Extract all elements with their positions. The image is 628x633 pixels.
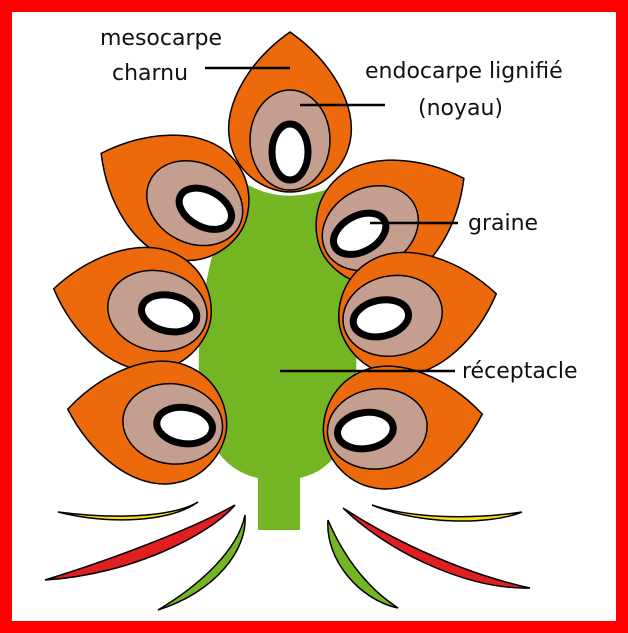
label-mesocarp-line1: mesocarpe	[100, 26, 222, 51]
label-seed: graine	[468, 211, 538, 236]
label-mesocarp-line2: charnu	[112, 61, 188, 86]
seed-shape	[272, 124, 308, 180]
label-receptacle: réceptacle	[462, 359, 578, 384]
stamen-green-right	[328, 520, 398, 608]
stamen-yellow-left	[58, 502, 198, 520]
label-endocarp-line1: endocarpe lignifié	[365, 59, 563, 84]
carpel-top	[229, 32, 352, 192]
stamen-yellow-right	[372, 505, 522, 521]
label-endocarp-line2: (noyau)	[418, 96, 503, 121]
